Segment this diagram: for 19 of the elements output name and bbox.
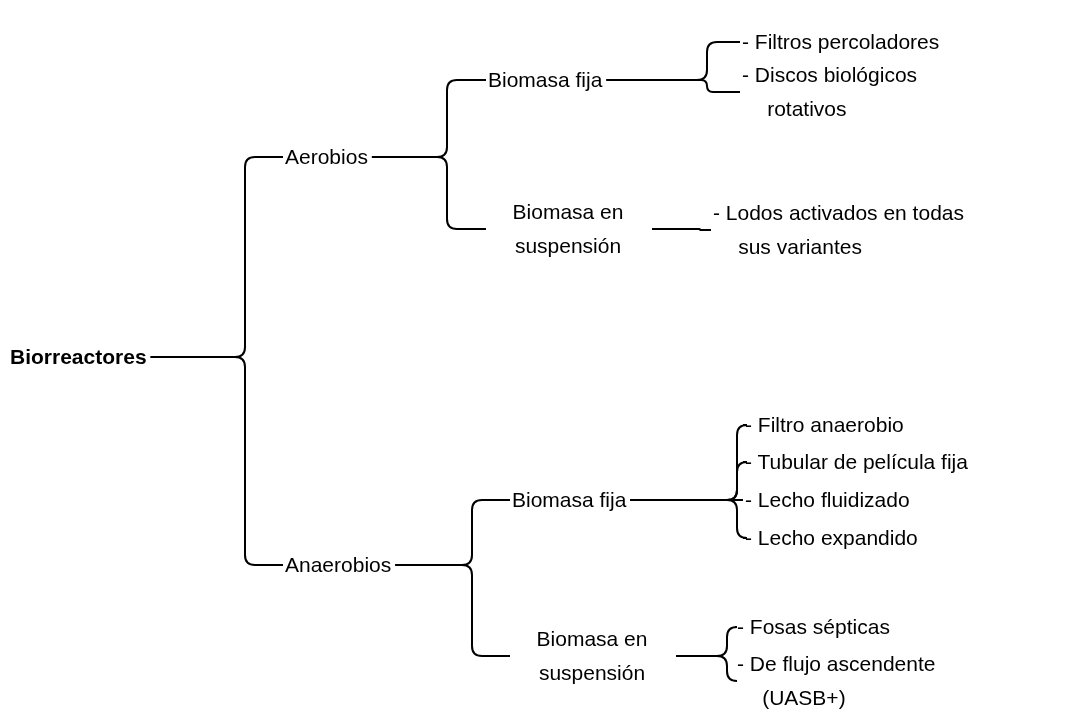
list-item: - Fosas sépticas — [737, 610, 890, 644]
category-label: Biomasa en suspensión — [512, 622, 672, 690]
category-label: Biomasa en suspensión — [488, 195, 648, 263]
list-item: - De flujo ascendente (UASB+) — [737, 647, 997, 715]
list-item: - Filtros percoladores — [742, 25, 940, 59]
category-label: Biomasa fija — [512, 483, 627, 517]
list-item: - Lecho fluidizado — [745, 483, 910, 517]
category-label: Biomasa fija — [488, 63, 603, 97]
category-label: Aerobios — [285, 140, 368, 174]
bracket-connector — [394, 564, 511, 657]
bracket-connector — [149, 356, 284, 566]
bracket-connector — [370, 156, 487, 230]
list-item: - Discos biológicos rotativos — [742, 58, 992, 126]
category-label: Anaerobios — [285, 548, 392, 582]
bracket-connector — [675, 655, 738, 682]
root-label: Biorreactores — [10, 340, 147, 374]
bracket-connector — [651, 228, 712, 231]
list-item: - Lodos activados en todas sus variantes — [713, 196, 983, 264]
bracket-connector — [605, 79, 741, 93]
